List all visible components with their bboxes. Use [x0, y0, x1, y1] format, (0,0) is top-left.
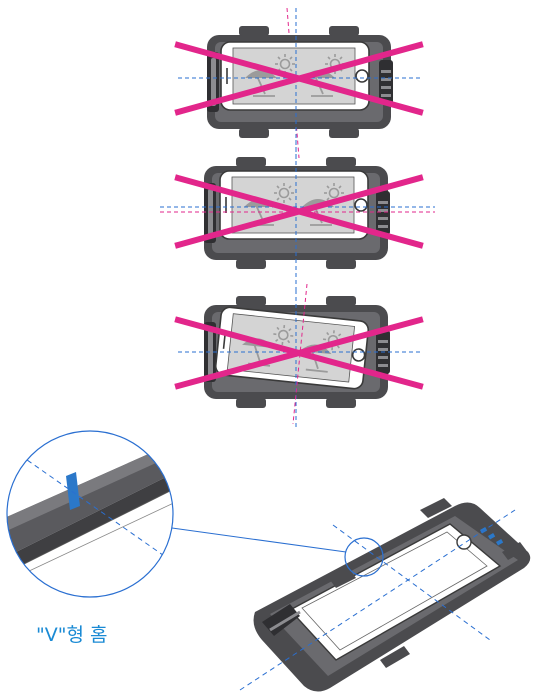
- figure-rotated: [174, 283, 424, 430]
- figure-misaligned-vertical: [174, 7, 424, 160]
- leader-line: [171, 527, 347, 553]
- incorrect-cross-1: [174, 41, 424, 116]
- figure-v-groove-detail: [6, 430, 531, 692]
- v-groove-label: "V"형 홈: [36, 624, 108, 646]
- magnified-groove: [6, 430, 174, 598]
- groove-marker-circle: [344, 537, 384, 577]
- incorrect-cross-2: [174, 174, 424, 249]
- figure-misaligned-horizontal: [160, 140, 435, 290]
- phone-case-1: [207, 26, 393, 138]
- incorrect-cross-3: [174, 316, 424, 390]
- perspective-case: [253, 498, 531, 692]
